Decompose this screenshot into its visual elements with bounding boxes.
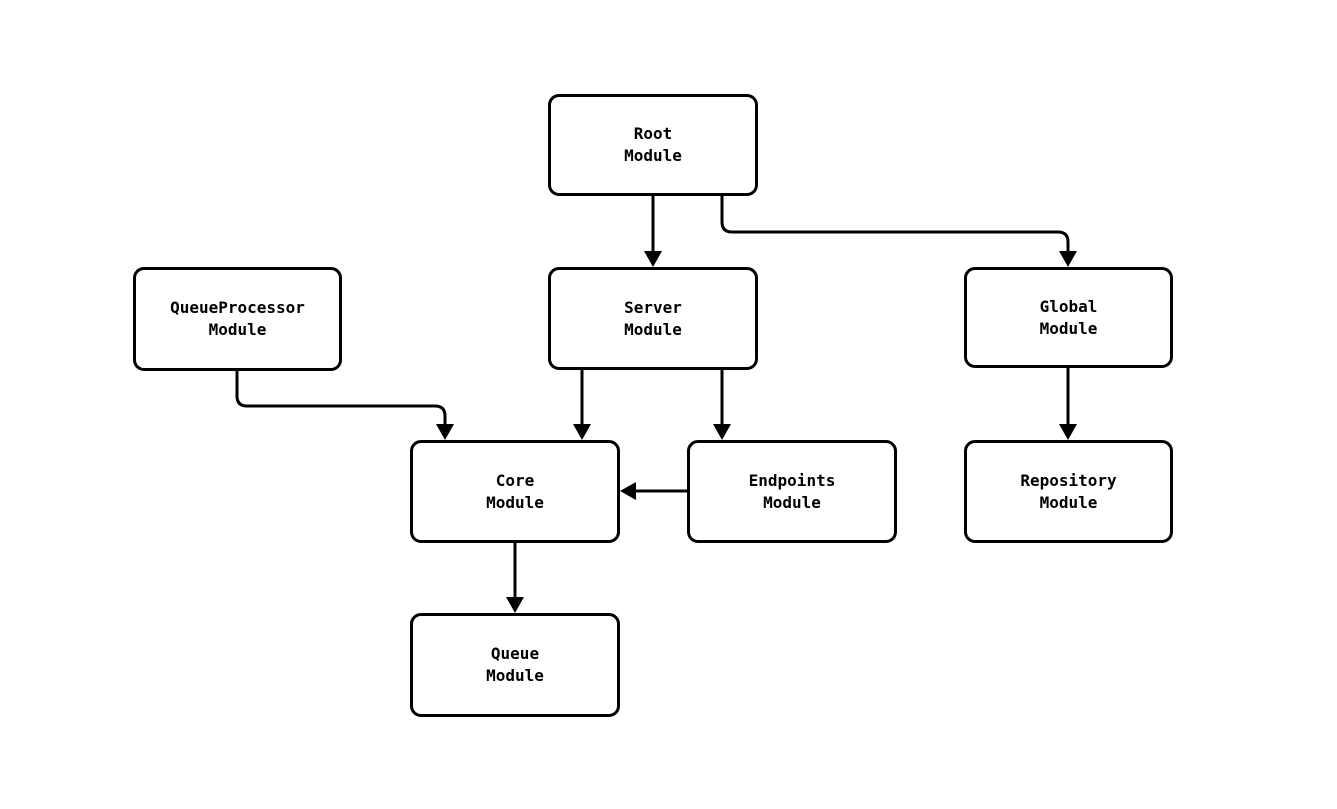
node-core-module-label: Core Module	[486, 470, 544, 512]
node-queue-module[interactable]: Queue Module	[410, 613, 620, 717]
node-queue-module-label: Queue Module	[486, 644, 544, 685]
node-root-module[interactable]: Root Module	[548, 94, 758, 196]
node-global-module[interactable]: Global Module	[964, 267, 1173, 368]
arrowhead	[620, 482, 636, 500]
edge-queueprocessor-core	[235, 371, 454, 440]
arrowhead	[1059, 251, 1077, 267]
edge-server-core	[573, 370, 591, 440]
arrowhead	[573, 424, 591, 440]
arrowhead	[644, 251, 662, 267]
edge-core-queue	[506, 543, 524, 613]
edge-endpoints-core	[620, 482, 687, 500]
node-endpoints-module[interactable]: Endpoints Module	[687, 440, 897, 543]
edge-server-endpoints	[713, 370, 731, 440]
node-global-module-label: Global Module	[1039, 296, 1098, 338]
edge-root-server	[644, 196, 662, 267]
node-queueprocessor-module-label: QueueProcessor Module	[170, 298, 305, 339]
edge-root-global	[720, 196, 1077, 267]
arrowhead	[1059, 424, 1077, 440]
node-server-module[interactable]: Server Module	[548, 267, 758, 370]
node-root-module-label: Root Module	[624, 124, 682, 165]
node-server-module-label: Server Module	[624, 297, 682, 339]
node-endpoints-module-label: Endpoints Module	[748, 470, 836, 512]
edge-global-repository	[1059, 368, 1077, 440]
arrowhead	[713, 424, 731, 440]
node-core-module[interactable]: Core Module	[410, 440, 620, 543]
node-queueprocessor-module[interactable]: QueueProcessor Module	[133, 267, 342, 371]
arrowhead	[436, 424, 454, 440]
node-repository-module[interactable]: Repository Module	[964, 440, 1173, 543]
arrowhead	[506, 597, 524, 613]
node-repository-module-label: Repository Module	[1020, 470, 1117, 512]
